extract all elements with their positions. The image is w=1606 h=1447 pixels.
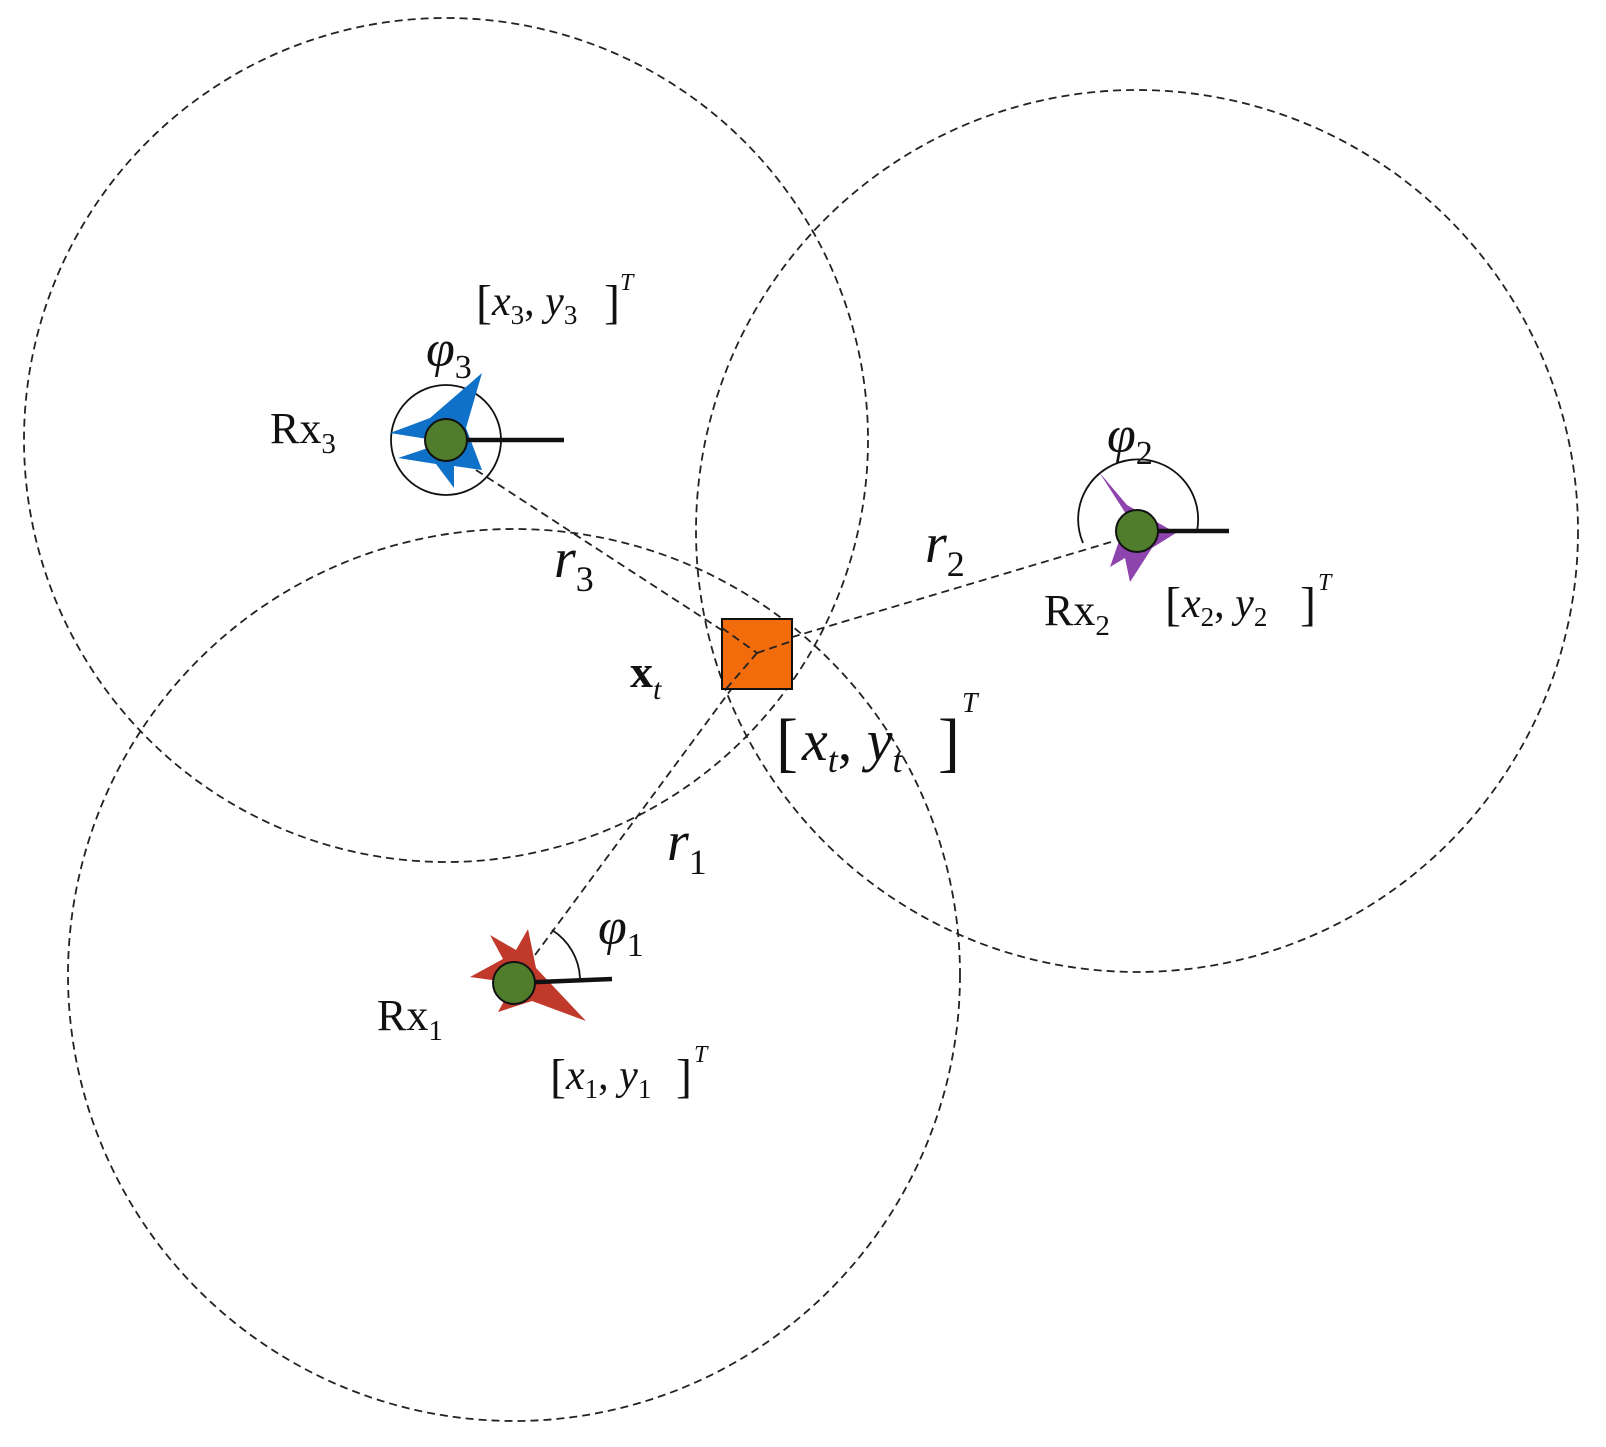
rx1-label: Rx1 (377, 991, 443, 1047)
range-line-r2 (788, 541, 1112, 639)
phi2-label: φ2 (1107, 407, 1153, 472)
range-line-r1 (534, 656, 756, 956)
r1-label: r1 (667, 811, 707, 882)
coord-rx1-close-bracket: ] (676, 1050, 692, 1103)
range-circle-rx2 (695, 89, 1579, 973)
r2-label: r2 (925, 513, 965, 584)
coord-label-target: [ xt, yt ] T (776, 688, 980, 780)
receiver-rx3 (390, 373, 564, 496)
coord-rx1-open-bracket: [ (550, 1050, 566, 1103)
coord-rx2-open-bracket: [ (1165, 578, 1181, 631)
target-inner-line-r2 (756, 640, 793, 654)
target-inner-line-r3 (721, 627, 758, 654)
receiver-core-rx1 (492, 961, 536, 1005)
angle-arc-rx1 (551, 929, 581, 979)
receiver-rx2 (1077, 458, 1229, 582)
range-line-r3 (475, 469, 758, 654)
coord-target-body: xt, yt (801, 708, 904, 780)
coord-rx3-open-bracket: [ (476, 276, 492, 329)
r3-label: r3 (554, 528, 594, 599)
coord-rx3-close-bracket: ] (604, 276, 620, 329)
phi1-label: φ1 (598, 899, 644, 964)
target-symbol: xt (630, 646, 662, 706)
receiver-rx1 (470, 929, 613, 1021)
coord-rx2-body: x2, y2 (1181, 581, 1267, 632)
angle-arc-rx2 (1077, 458, 1200, 544)
target-node (721, 618, 793, 690)
coord-rx2-close-bracket: ] (1300, 578, 1316, 631)
range-circle-rx1 (67, 528, 961, 1422)
receiver-core-rx2 (1115, 509, 1159, 553)
rx2-label: Rx2 (1044, 586, 1110, 642)
coord-label-rx3: [ x3, y3 ] T (476, 270, 635, 330)
coord-label-rx1: [ x1, y1 ] T (550, 1042, 709, 1104)
coord-target-open-bracket: [ (776, 706, 798, 779)
coord-rx3-sup: T (620, 270, 635, 296)
target-inner-line-r1 (725, 652, 758, 690)
phi3-label: φ3 (426, 321, 472, 386)
coord-rx3-body: x3, y3 (491, 279, 577, 330)
coord-target-close-bracket: ] (938, 706, 960, 779)
coord-rx1-sup: T (694, 1042, 709, 1068)
rx3-label: Rx3 (270, 404, 336, 460)
coord-target-sup: T (962, 688, 980, 719)
coord-rx1-body: x1, y1 (565, 1053, 651, 1104)
receiver-core-rx3 (424, 418, 468, 462)
range-circle-rx3 (23, 17, 869, 863)
coord-label-rx2: [ x2, y2 ] T (1165, 570, 1333, 632)
coord-rx2-sup: T (1318, 570, 1333, 596)
